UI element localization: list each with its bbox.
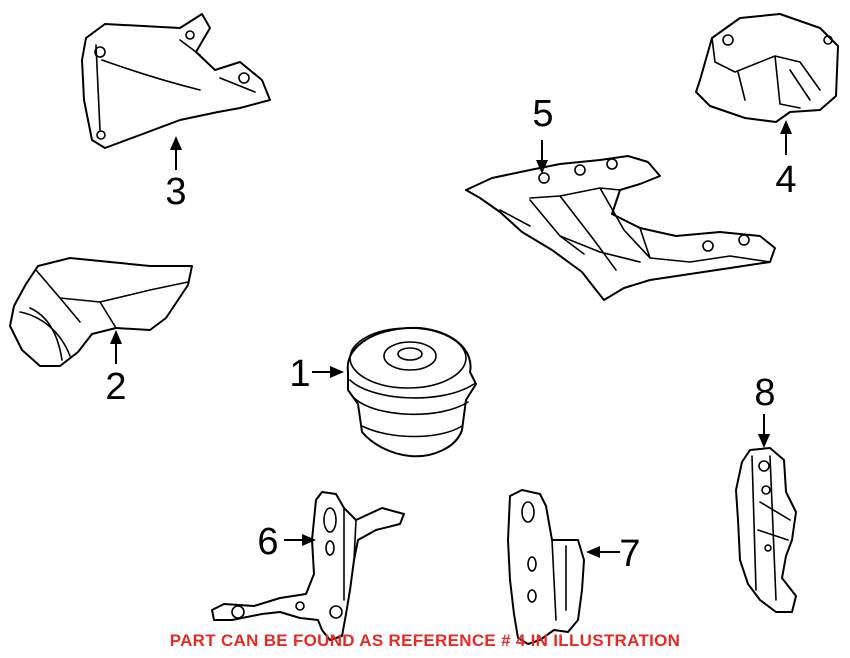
svg-text:4: 4 — [775, 159, 796, 201]
part-7-bracket[interactable] — [507, 489, 585, 645]
callout-2: 2 — [105, 330, 127, 408]
svg-text:8: 8 — [754, 372, 775, 414]
callout-3: 3 — [165, 136, 187, 213]
callout-4: 4 — [775, 120, 797, 201]
svg-text:3: 3 — [165, 171, 186, 213]
reference-note: PART CAN BE FOUND AS REFERENCE # 4 IN IL… — [169, 631, 681, 650]
svg-text:7: 7 — [619, 533, 640, 575]
part-8-plate[interactable] — [735, 447, 797, 613]
callout-7: 7 — [586, 533, 641, 575]
svg-text:6: 6 — [257, 521, 278, 563]
part-4-mount[interactable] — [695, 13, 839, 123]
callout-8: 8 — [754, 372, 776, 448]
callout-5: 5 — [532, 93, 554, 174]
part-2-shield[interactable] — [9, 257, 193, 367]
part-3-bracket[interactable] — [81, 13, 271, 149]
svg-text:2: 2 — [105, 366, 126, 408]
callout-6: 6 — [257, 521, 316, 563]
part-6-bracket[interactable] — [211, 491, 405, 641]
part-5-crossmember[interactable] — [465, 155, 776, 301]
part-1-rubber-mount[interactable] — [346, 326, 477, 458]
svg-text:1: 1 — [289, 353, 310, 395]
callout-1: 1 — [289, 353, 344, 395]
svg-text:5: 5 — [532, 93, 553, 135]
